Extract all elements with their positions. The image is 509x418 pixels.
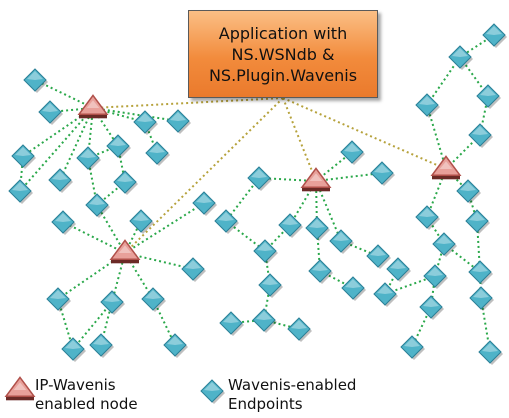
gateway-triangle-icon	[77, 94, 109, 119]
endpoint-diamond-icon	[456, 179, 481, 204]
endpoint-diamond-icon	[370, 161, 395, 186]
application-box-line-3: NS.Plugin.Wavenis	[208, 65, 358, 85]
endpoint-diamond-icon	[465, 209, 490, 234]
mesh-link	[225, 177, 260, 222]
legend-endpoint-line-2: Endpoints	[228, 395, 303, 413]
endpoint-diamond-icon	[448, 45, 473, 70]
endpoint-diamond-icon	[258, 273, 283, 298]
endpoint-diamond-icon	[181, 257, 206, 282]
endpoint-diamond-icon	[61, 337, 86, 362]
endpoint-diamond-icon	[192, 191, 217, 216]
endpoint-diamond-icon	[214, 209, 239, 234]
endpoint-diamond-icon	[89, 333, 114, 358]
mesh-link	[289, 180, 317, 226]
application-link-g2	[124, 97, 284, 254]
endpoint-diamond-icon	[253, 239, 278, 264]
gateway-triangle-icon	[300, 167, 332, 192]
application-link-g1	[92, 97, 284, 109]
gateway-triangle-icon	[109, 239, 141, 264]
application-box: Application with NS.WSNdb & NS.Plugin.Wa…	[188, 10, 378, 98]
endpoint-diamond-icon	[476, 84, 501, 109]
mesh-link	[384, 275, 436, 295]
endpoint-diamond-icon	[329, 229, 354, 254]
endpoint-diamond-icon	[166, 109, 191, 134]
legend-gateway-label: IP-Wavenis enabled node	[35, 376, 138, 414]
mesh-link	[124, 202, 205, 254]
endpoint-diamond-icon	[366, 244, 391, 269]
endpoint-diamond-icon	[415, 205, 440, 230]
mesh-link	[315, 172, 383, 182]
endpoint-diamond-icon	[38, 100, 63, 125]
legend-endpoint-label: Wavenis-enabled Endpoints	[228, 376, 356, 414]
legend-endpoint-line-1: Wavenis-enabled	[228, 376, 357, 394]
gateway-triangle-icon	[430, 155, 462, 180]
endpoint-diamond-icon	[113, 170, 138, 195]
mesh-link	[57, 298, 74, 350]
endpoint-diamond-icon	[141, 287, 166, 312]
endpoint-diamond-icon	[305, 216, 330, 241]
legend-gateway-line-2: enabled node	[35, 395, 138, 413]
mesh-link	[92, 107, 146, 123]
mesh-link	[19, 107, 94, 192]
endpoint-diamond-icon	[423, 264, 448, 289]
endpoint-diamond-icon	[482, 23, 507, 48]
endpoint-diamond-icon	[468, 260, 493, 285]
mesh-link	[72, 301, 113, 350]
mesh-link	[57, 252, 126, 300]
endpoint-diamond-icon	[478, 340, 503, 365]
endpoint-diamond-icon	[373, 282, 398, 307]
mesh-link	[22, 107, 94, 157]
endpoint-diamond-icon	[278, 213, 303, 238]
endpoint-diamond-icon	[419, 295, 444, 320]
mesh-link	[62, 221, 126, 254]
endpoint-diamond-icon	[8, 179, 33, 204]
legend-gateway-line-1: IP-Wavenis	[35, 376, 116, 394]
endpoint-diamond-icon	[252, 308, 277, 333]
mesh-link	[34, 79, 94, 109]
endpoint-diamond-icon	[469, 286, 494, 311]
endpoint-diamond-icon	[163, 333, 188, 358]
mesh-link	[124, 252, 154, 300]
mesh-link	[59, 107, 94, 181]
mesh-link	[426, 56, 461, 106]
endpoint-diamond-icon	[415, 93, 440, 118]
mesh-link	[111, 252, 126, 303]
legend-gateway-triangle-icon	[4, 376, 36, 401]
endpoint-diamond-icon	[11, 144, 36, 169]
endpoint-diamond-icon	[145, 141, 170, 166]
mesh-link	[426, 104, 447, 170]
mesh-link	[476, 220, 481, 273]
endpoint-diamond-icon	[100, 290, 125, 315]
endpoint-diamond-icon	[468, 123, 493, 148]
endpoint-diamond-icon	[106, 134, 131, 159]
endpoint-diamond-icon	[386, 257, 411, 282]
endpoint-diamond-icon	[219, 311, 244, 336]
mesh-link	[426, 168, 447, 218]
mesh-link	[96, 204, 126, 254]
application-box-line-1: Application with	[218, 23, 348, 43]
endpoint-diamond-icon	[23, 68, 48, 93]
endpoint-diamond-icon	[85, 193, 110, 218]
endpoint-diamond-icon	[287, 317, 312, 342]
endpoint-diamond-icon	[400, 335, 425, 360]
endpoint-diamond-icon	[432, 232, 457, 257]
endpoint-diamond-icon	[133, 110, 158, 135]
endpoint-diamond-icon	[46, 287, 71, 312]
endpoint-diamond-icon	[129, 209, 154, 234]
mesh-link	[92, 107, 179, 122]
endpoint-diamond-icon	[51, 210, 76, 235]
mesh-link	[152, 298, 176, 346]
endpoint-diamond-icon	[340, 140, 365, 165]
endpoint-diamond-icon	[76, 146, 101, 171]
application-box-line-2: NS.WSNdb &	[231, 44, 335, 64]
endpoint-diamond-icon	[247, 166, 272, 191]
endpoint-diamond-icon	[48, 168, 73, 193]
endpoint-diamond-icon	[341, 276, 366, 301]
endpoint-diamond-icon	[308, 259, 333, 284]
legend-endpoint-diamond-icon	[200, 379, 225, 404]
